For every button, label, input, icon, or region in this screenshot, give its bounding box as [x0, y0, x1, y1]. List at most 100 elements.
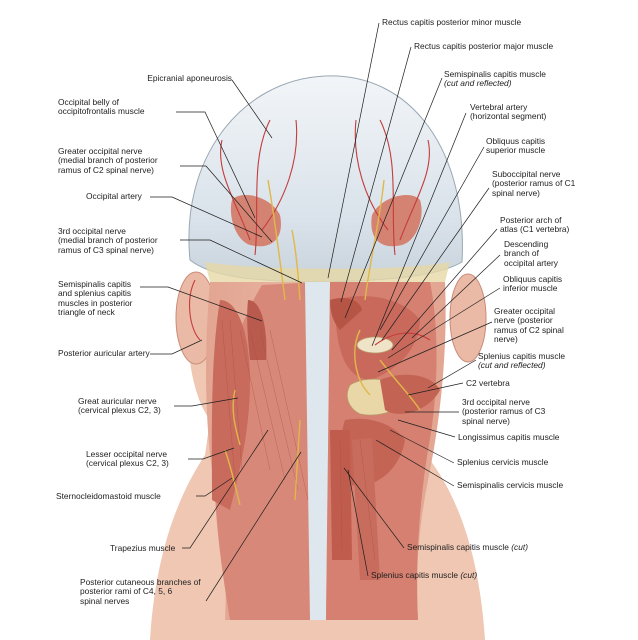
label-text: (medial branch of posterior [58, 235, 158, 246]
occipital-belly-left [230, 195, 281, 247]
label-text: spinal nerve) [492, 187, 540, 198]
label-text: and splenius capitis [58, 288, 132, 299]
label-text: Greater occipital nerve [58, 146, 143, 156]
label-text: Vertebral artery [470, 102, 528, 112]
triangle-muscles [247, 300, 267, 360]
label-text: (horizontal segment) [470, 111, 547, 122]
label-text: muscles in posterior [58, 297, 133, 308]
label-text: Sternocleidomastoid muscle [56, 491, 161, 501]
label-text: (posterior ramus of C1 [492, 178, 576, 189]
label-text: (cervical plexus C2, 3) [86, 458, 169, 469]
label-semispinalis-cut-reflected: Semispinalis capitis muscle (cut and ref… [444, 69, 546, 89]
label-epicranial-aponeurosis: Epicranial aponeurosis [120, 73, 232, 83]
label-semispinalis-splenius: Semispinalis capitis and splenius capiti… [58, 279, 133, 318]
label-text: Posterior cutaneous branches of [80, 577, 201, 587]
label-third-occipital-left: 3rd occipital nerve (medial branch of po… [58, 226, 158, 255]
label-text: Longissimus capitis muscle [458, 432, 560, 442]
label-splenius-cut: Splenius capitis muscle (cut) [371, 570, 478, 580]
label-text: ramus of C2 spinal [494, 324, 564, 335]
label-text: Semispinalis capitis muscle [444, 69, 546, 79]
label-text: Occipital artery [86, 191, 142, 201]
label-c2-vertebra: C2 vertebra [466, 378, 510, 388]
label-text: (medial branch of posterior [58, 155, 158, 166]
label-text: Obliquus capitis [486, 136, 546, 146]
leader-lines [140, 22, 501, 602]
label-text: Splenius cervicis muscle [457, 457, 549, 467]
cranium [188, 75, 463, 283]
label-text: Semispinalis capitis [58, 279, 132, 289]
right-ear [449, 273, 487, 363]
label-rectus-minor: Rectus capitis posterior minor muscle [382, 17, 521, 27]
label-trapezius: Trapezius muscle [110, 543, 176, 553]
label-text: Splenius capitis muscle [478, 351, 566, 361]
label-text: Splenius capitis muscle [371, 570, 461, 580]
label-obliquus-superior: Obliquus capitis superior muscle [486, 136, 546, 156]
semispinalis-reflected [330, 298, 362, 330]
label-text: spinal nerve) [462, 415, 510, 426]
label-text: ramus of C2 spinal nerve) [58, 164, 154, 175]
label-text: triangle of neck [58, 307, 115, 318]
label-text: atlas (C1 vertebra) [500, 224, 570, 235]
label-text: Posterior auricular artery [58, 348, 150, 358]
label-occipital-artery: Occipital artery [86, 191, 142, 201]
label-text: (cervical plexus C2, 3) [78, 405, 161, 416]
label-text: C2 vertebra [466, 378, 510, 388]
label-text: Posterior arch of [500, 215, 562, 225]
arteries [189, 119, 431, 346]
label-text: Suboccipital nerve [492, 169, 561, 179]
label-descending-branch: Descending branch of occipital artery [504, 239, 558, 268]
label-text: Trapezius muscle [110, 543, 176, 553]
label-text: Semispinalis cervicis muscle [457, 480, 564, 490]
label-semispinalis-cut: Semispinalis capitis muscle (cut) [407, 542, 529, 552]
label-rectus-major: Rectus capitis posterior major muscle [414, 41, 554, 51]
label-splenius-cut-reflected: Splenius capitis muscle (cut and reflect… [478, 351, 566, 371]
label-semispinalis-cervicis: Semispinalis cervicis muscle [457, 480, 564, 490]
label-text: branch of [504, 248, 539, 259]
label-posterior-cutaneous: Posterior cutaneous branches of posterio… [80, 577, 201, 606]
label-text-italic: (cut) [511, 542, 529, 552]
label-suboccipital: Suboccipital nerve (posterior ramus of C… [492, 169, 576, 198]
label-text: ramus of C3 spinal nerve) [58, 244, 154, 255]
nerves [224, 179, 421, 506]
label-text: 3rd occipital nerve [462, 397, 530, 407]
label-sternocleidomastoid: Sternocleidomastoid muscle [56, 491, 161, 501]
label-text-italic: (cut and reflected) [478, 360, 546, 371]
label-text: Lesser occipital nerve [86, 449, 167, 459]
nuchal-band [205, 262, 450, 288]
label-text: Great auricular nerve [78, 396, 157, 406]
label-text: spinal nerves [80, 595, 130, 606]
label-text: Occipital belly of [58, 97, 119, 107]
label-lesser-occipital: Lesser occipital nerve (cervical plexus … [86, 449, 169, 469]
label-text: posterior rami of C4, 5, 6 [80, 586, 173, 597]
label-text-italic: (cut and reflected) [444, 78, 512, 89]
label-text: Greater occipital [494, 306, 555, 316]
sternocleidomastoid-left [211, 300, 250, 510]
label-longissimus: Longissimus capitis muscle [458, 432, 560, 442]
label-text: Obliquus capitis [503, 274, 563, 284]
label-text-italic: (cut) [460, 570, 478, 580]
label-posterior-auricular: Posterior auricular artery [58, 348, 150, 358]
label-text: occipitofrontalis muscle [58, 106, 145, 117]
label-greater-occipital-left: Greater occipital nerve (medial branch o… [58, 146, 158, 175]
label-great-auricular: Great auricular nerve (cervical plexus C… [78, 396, 161, 416]
label-text: occipital artery [504, 257, 558, 268]
label-occipital-belly: Occipital belly of occipitofrontalis mus… [58, 97, 145, 117]
label-vertebral-artery: Vertebral artery (horizontal segment) [470, 102, 547, 122]
label-text: Epicranial aponeurosis [147, 73, 232, 83]
label-posterior-arch: Posterior arch of atlas (C1 vertebra) [500, 215, 570, 235]
muscle-fibers [221, 319, 376, 561]
label-text: nerve (posterior [494, 315, 553, 326]
label-text: nerve) [494, 334, 518, 345]
label-text: Semispinalis capitis muscle [407, 542, 512, 552]
label-text: (posterior ramus of C3 [462, 406, 546, 417]
label-text: superior muscle [486, 145, 546, 156]
label-text: Descending [504, 239, 549, 249]
label-text: 3rd occipital nerve [58, 226, 126, 236]
ligamentum-nuchae [305, 282, 330, 620]
label-text: inferior muscle [503, 283, 558, 294]
label-text: Rectus capitis posterior major muscle [414, 41, 554, 51]
label-third-occipital-right: 3rd occipital nerve (posterior ramus of … [462, 397, 546, 426]
occipital-belly-right [371, 195, 422, 247]
